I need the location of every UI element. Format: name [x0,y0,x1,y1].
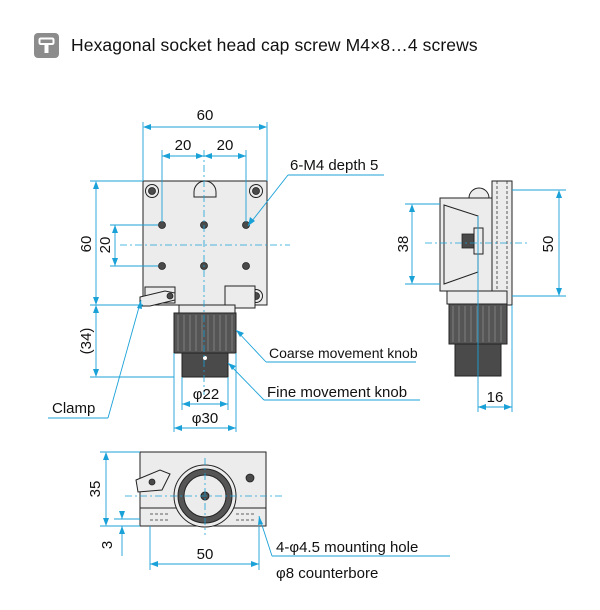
dim-front-height: 60 [78,236,95,253]
cap-screw-icon [34,32,59,58]
dim-side-depth: 16 [487,389,504,406]
callout-fine-knob: Fine movement knob [267,384,407,401]
callout-holes: 6-M4 depth 5 [290,157,378,174]
dim-side-inner-height: 38 [395,236,412,253]
dim-front-width: 60 [197,107,214,124]
dim-bottom-height: 35 [87,481,104,498]
knob-collar [178,304,236,314]
header: Hexagonal socket head cap screw M4×8…4 s… [34,31,478,59]
dim-pitch-left: 20 [175,137,192,154]
callout-clamp: Clamp [52,400,95,417]
bottom-view: 35 3 50 4-φ4.5 mounting hole φ8 counterb… [87,451,450,582]
front-top-bump [193,180,217,198]
m4-holes [158,221,250,270]
dim-knob-dia-large: φ30 [192,410,218,427]
callout-counterbore: φ8 counterbore [276,565,378,582]
dim-bottom-base: 3 [99,541,116,549]
dim-knob-length: (34) [78,328,95,355]
dim-inner-height: 20 [97,237,114,254]
dim-knob-dia-small: φ22 [193,386,219,403]
dim-pitch-right: 20 [217,137,234,154]
dim-side-outer-height: 50 [540,236,557,253]
side-view: 38 50 16 [395,180,566,412]
dim-bottom-width: 50 [197,546,214,563]
coarse-knob [173,312,237,354]
header-title: Hexagonal socket head cap screw M4×8…4 s… [71,34,478,55]
callout-mounting-hole: 4-φ4.5 mounting hole [276,539,418,556]
callout-coarse-knob: Coarse movement knob [269,345,418,361]
front-view: 60 20 20 60 20 (34) φ [48,107,420,432]
